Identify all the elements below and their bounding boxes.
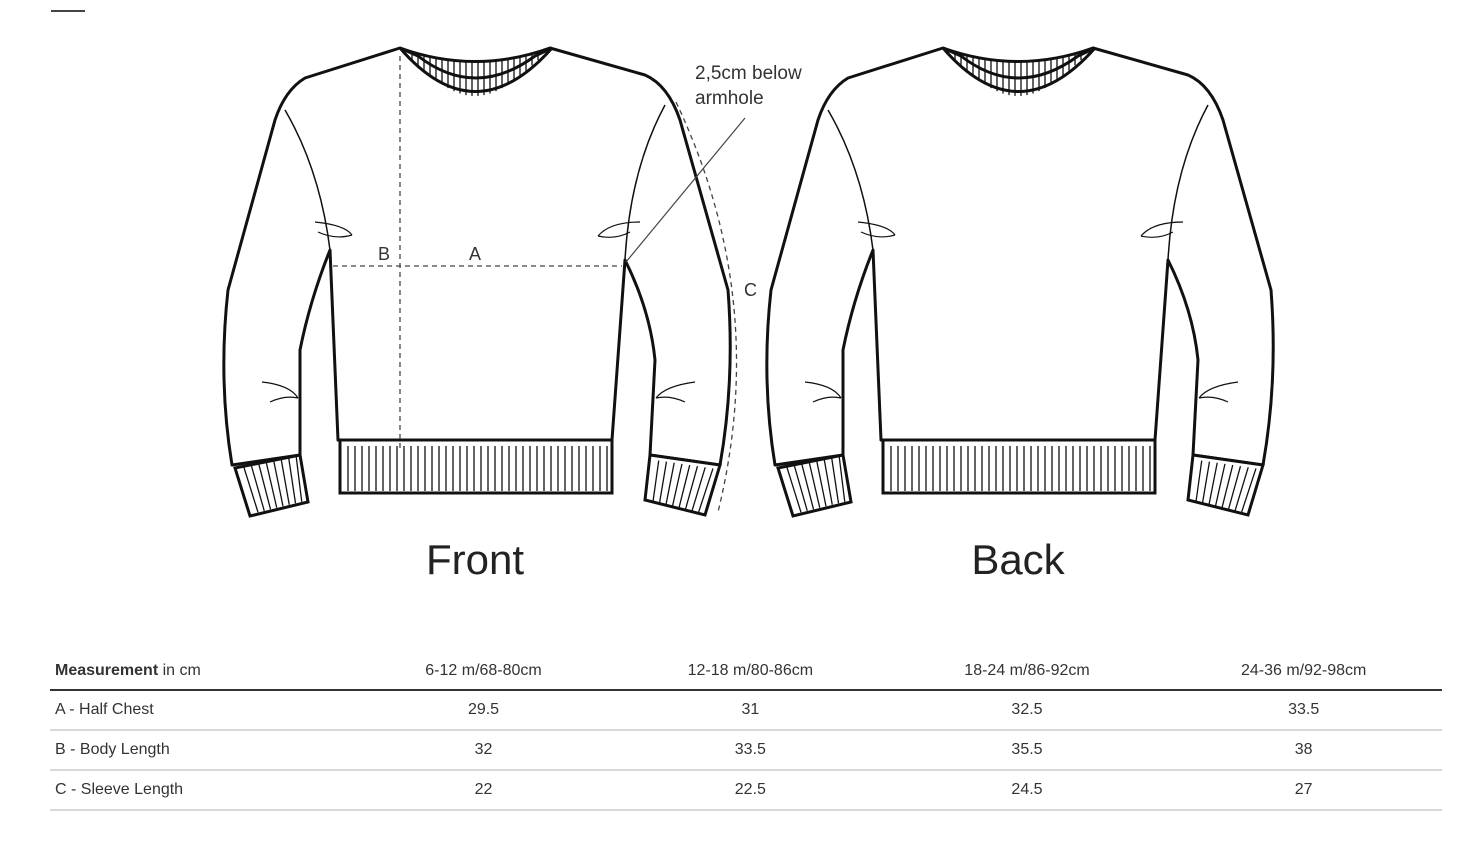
front-label: Front (425, 536, 525, 583)
label-a: A (469, 244, 481, 264)
sweater-diagram: B A C 2,5cm below armhole (222, 46, 1275, 518)
label-c: C (744, 280, 757, 300)
size-header: 18-24 m/86-92cm (888, 652, 1166, 691)
cell: 27 (1165, 770, 1442, 811)
table-row: C - Sleeve Length 22 22.5 24.5 27 (50, 770, 1442, 811)
cell: 33.5 (1165, 690, 1442, 731)
table-row: B - Body Length 32 33.5 35.5 38 (50, 730, 1442, 771)
size-header: 12-18 m/80-86cm (612, 652, 889, 691)
row-label: B - Body Length (50, 730, 355, 771)
size-header: 6-12 m/68-80cm (355, 652, 613, 691)
cell: 22 (355, 770, 613, 811)
table-row: A - Half Chest 29.5 31 32.5 33.5 (50, 690, 1442, 731)
table-header: Measurement in cm 6-12 m/68-80cm 12-18 m… (50, 652, 1442, 691)
annotation-line2: armhole (695, 88, 764, 109)
back-label: Back (971, 536, 1065, 583)
back-sweater (765, 46, 1275, 518)
cell: 24.5 (888, 770, 1166, 811)
measurement-header: Measurement in cm (50, 652, 355, 691)
row-label: A - Half Chest (50, 690, 355, 731)
cell: 32 (355, 730, 613, 771)
size-header: 24-36 m/92-98cm (1165, 652, 1442, 691)
row-label: C - Sleeve Length (50, 770, 355, 811)
measurement-lines (333, 56, 738, 513)
cell: 33.5 (612, 730, 889, 771)
cell: 38 (1165, 730, 1442, 771)
cell: 22.5 (612, 770, 889, 811)
top-divider (51, 10, 85, 12)
front-sweater (222, 46, 732, 518)
annotation-line1: 2,5cm below (695, 63, 802, 84)
cell: 29.5 (355, 690, 613, 731)
size-table: Measurement in cm 6-12 m/68-80cm 12-18 m… (50, 652, 1442, 811)
cell: 32.5 (888, 690, 1166, 731)
cell: 35.5 (888, 730, 1166, 771)
label-b: B (378, 244, 390, 264)
cell: 31 (612, 690, 889, 731)
